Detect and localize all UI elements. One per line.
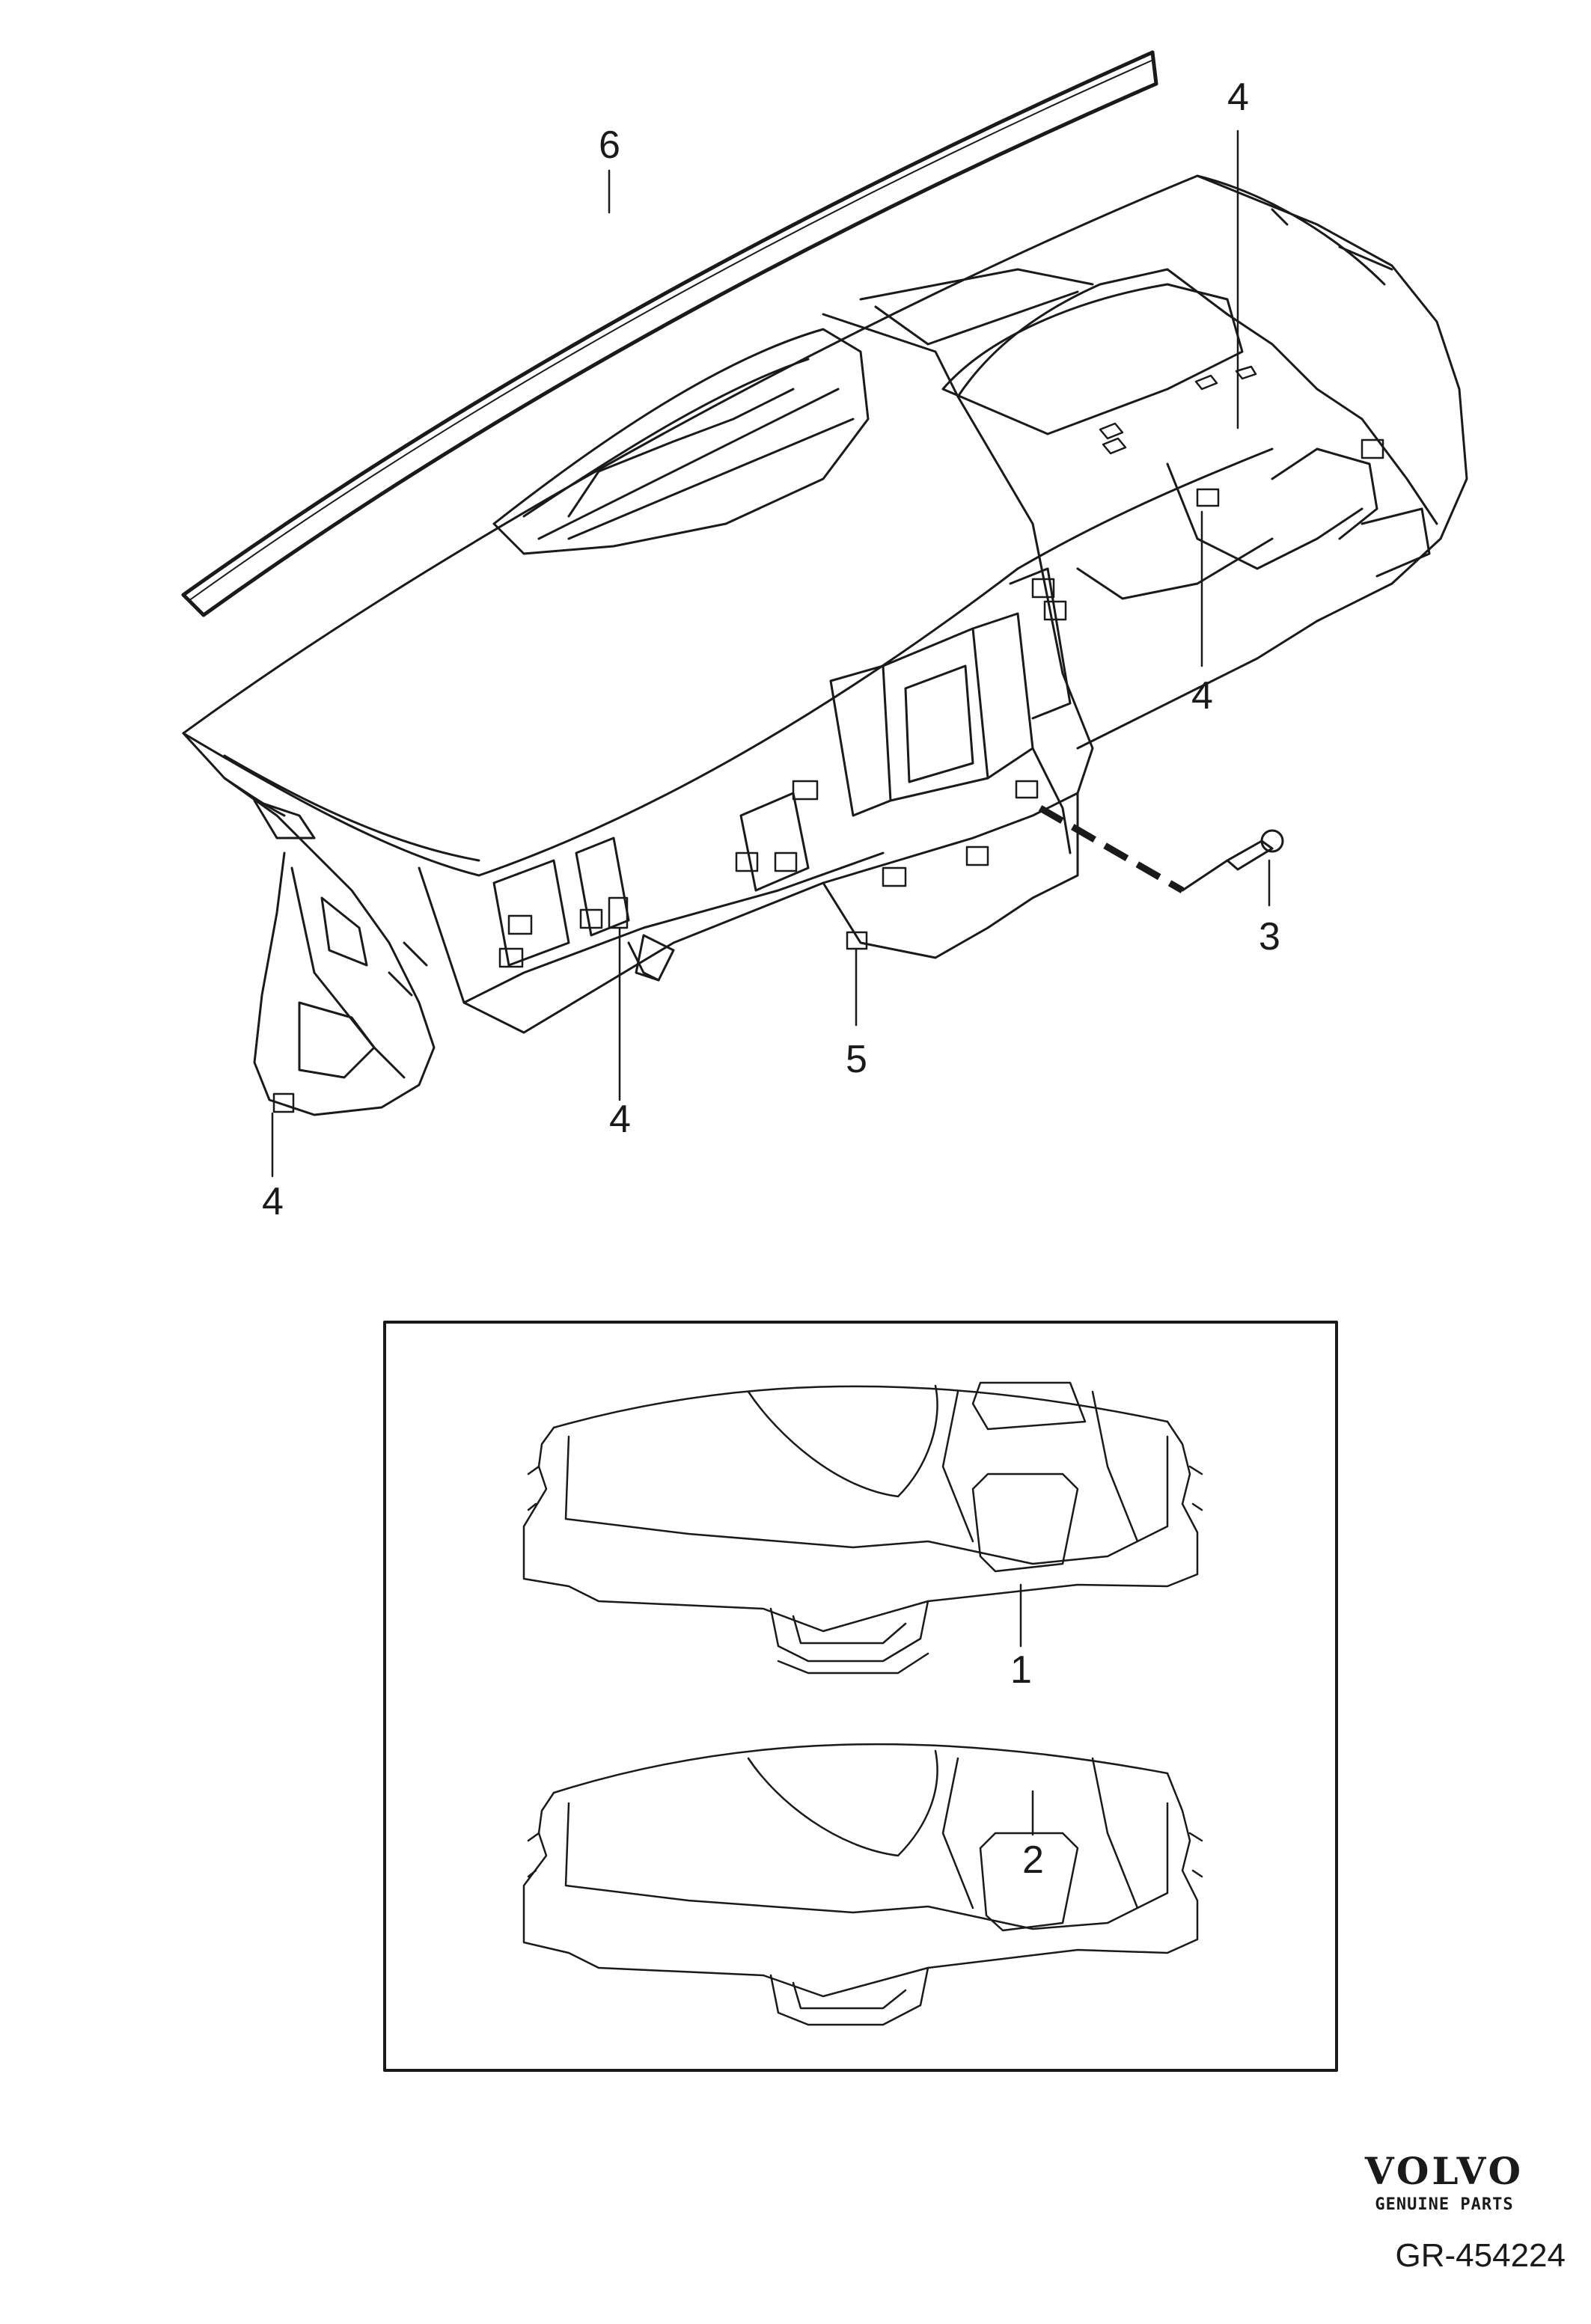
clip-9 <box>965 845 989 866</box>
callout-6: 6 <box>599 123 620 167</box>
dashboard-variant-1 <box>522 1381 1203 1675</box>
clip-12 <box>1043 600 1067 621</box>
clip-19 <box>1194 374 1218 391</box>
clip-10 <box>1015 780 1039 799</box>
clip-17 <box>1099 422 1124 440</box>
inset-frame <box>383 1321 1338 2072</box>
clip-7 <box>774 851 798 872</box>
clip-13 <box>1196 488 1220 507</box>
dashboard-variant-2 <box>522 1743 1203 2026</box>
callout-5: 5 <box>846 1038 867 1081</box>
screw-assembly <box>1038 805 1284 893</box>
dashboard-carrier <box>182 174 1468 1116</box>
callout-3: 3 <box>1259 915 1280 958</box>
clip-5 <box>792 780 819 801</box>
clip-15 <box>272 1092 295 1113</box>
clip-1 <box>507 914 533 935</box>
clip-14 <box>1361 438 1384 459</box>
callout-4-center: 4 <box>609 1098 631 1141</box>
clip-4 <box>608 896 629 929</box>
genuine-parts-text: GENUINE PARTS <box>1375 2195 1514 2214</box>
callout-4-left: 4 <box>262 1180 284 1223</box>
callout-1: 1 <box>1010 1648 1032 1692</box>
clip-2 <box>498 947 524 968</box>
diagram-reference-code: GR-454224 <box>1395 2237 1566 2274</box>
callout-4-top: 4 <box>1227 76 1249 119</box>
clip-group <box>272 365 1384 1113</box>
clip-8 <box>882 866 907 887</box>
volvo-logo-text: VOLVO <box>1364 2149 1524 2193</box>
callout-2: 2 <box>1022 1838 1044 1882</box>
callout-4-right: 4 <box>1191 674 1213 718</box>
clip-20 <box>1235 365 1257 380</box>
leader-lines <box>271 129 1271 1836</box>
clip-6 <box>735 851 759 872</box>
clip-11 <box>1031 578 1055 599</box>
clip-18 <box>1102 437 1127 455</box>
clip-3 <box>579 908 603 929</box>
windshield-seal-strip <box>181 50 1158 617</box>
